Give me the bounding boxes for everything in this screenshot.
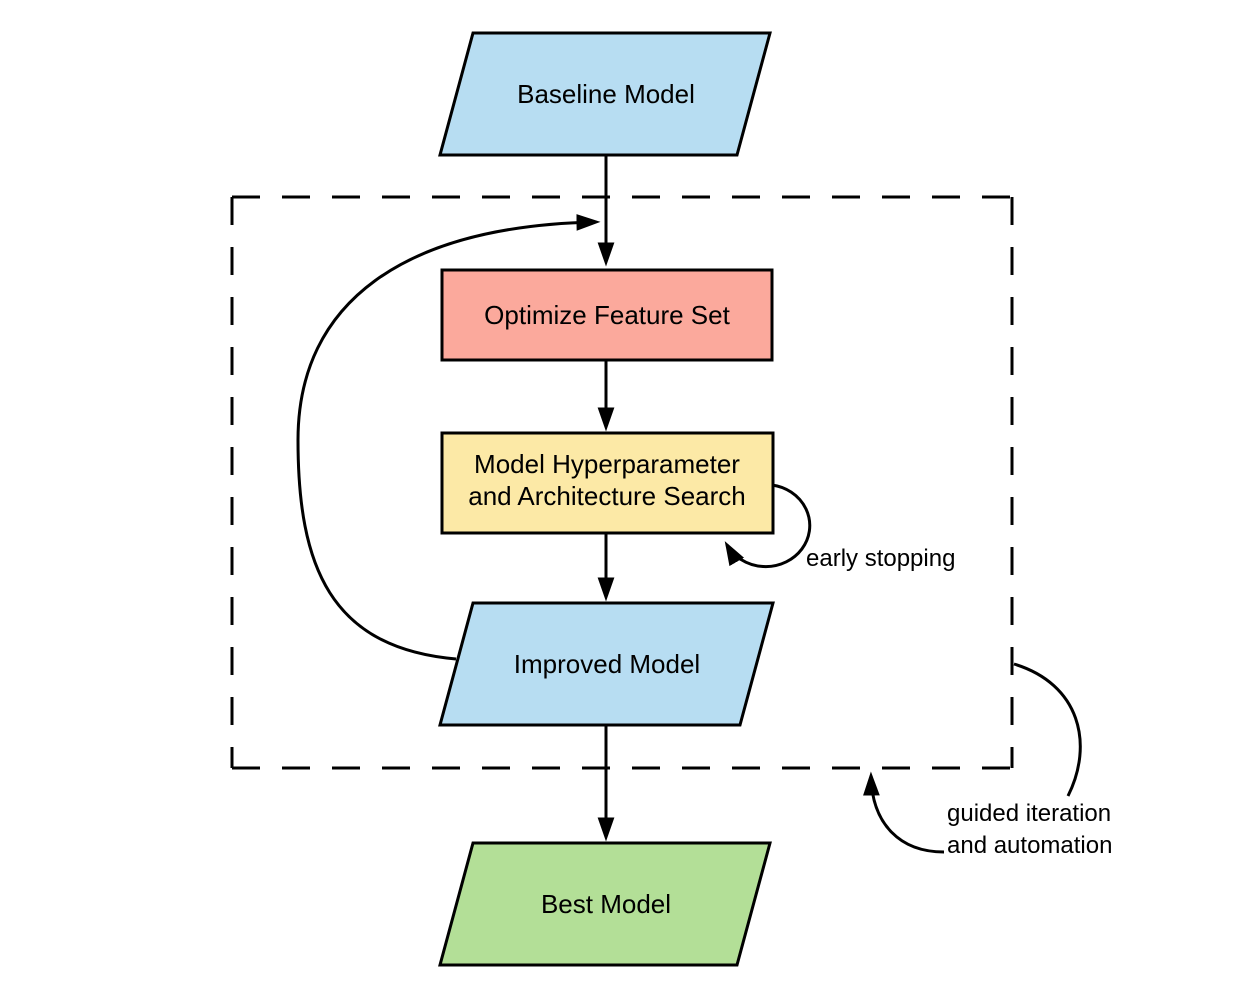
baseline-model-label: Baseline Model xyxy=(517,79,695,109)
guided-iteration-pointer-arrow xyxy=(863,771,945,854)
hyperparameter-search-shape xyxy=(440,431,775,535)
iteration-loop-boundary xyxy=(230,195,1014,770)
guided-iteration-label: guided iteration and automation xyxy=(947,800,1112,859)
best-model-shape xyxy=(438,841,772,967)
improved-model-shape xyxy=(438,601,775,727)
best-model-label: Best Model xyxy=(541,889,671,919)
hyperparameter-search-label-line1: Model Hyperparameter xyxy=(474,449,740,479)
node-best-model: Best Model xyxy=(438,841,772,967)
improved-model-label: Improved Model xyxy=(514,649,700,679)
guided-iteration-label-line2: and automation xyxy=(947,832,1112,859)
baseline-model-shape xyxy=(438,31,772,157)
node-optimize-feature-set: Optimize Feature Set xyxy=(440,268,774,362)
node-improved-model: Improved Model xyxy=(438,601,775,727)
node-baseline-model: Baseline Model xyxy=(438,31,772,157)
arrow-early-stopping-selfloop xyxy=(724,483,812,569)
node-hyperparameter-search: Model Hyperparameter and Architecture Se… xyxy=(440,431,775,535)
optimize-feature-set-label: Optimize Feature Set xyxy=(484,300,730,330)
hyperparameter-search-label-line2: and Architecture Search xyxy=(468,481,746,511)
guided-iteration-label-line1: guided iteration xyxy=(947,800,1111,827)
early-stopping-label: early stopping xyxy=(806,545,955,572)
guided-iteration-leader-line xyxy=(1013,662,1082,797)
optimize-feature-set-shape xyxy=(440,268,774,362)
arrow-improved-feedback-to-optimize xyxy=(296,214,601,661)
